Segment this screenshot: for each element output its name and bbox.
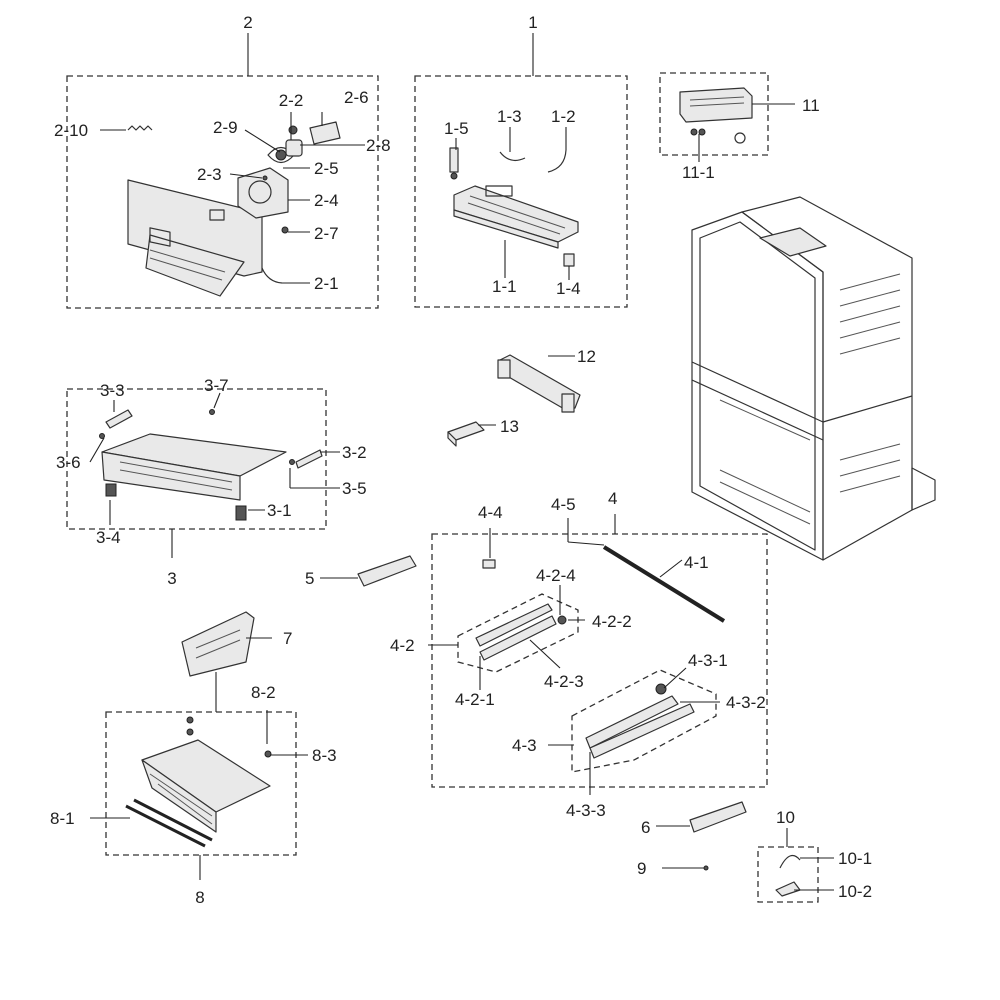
label-8-1: 8-1 bbox=[50, 809, 75, 828]
leader-lines bbox=[89, 103, 834, 891]
label-1-4: 1-4 bbox=[556, 279, 581, 298]
label-1-5: 1-5 bbox=[444, 119, 469, 138]
label-5: 5 bbox=[305, 569, 314, 588]
assembly-box-8 bbox=[105, 672, 297, 880]
label-2-4: 2-4 bbox=[314, 191, 339, 210]
label-9: 9 bbox=[637, 859, 646, 878]
refrigerator-cabinet-icon bbox=[691, 196, 936, 561]
label-4-1: 4-1 bbox=[684, 553, 709, 572]
small-pad-icon bbox=[482, 559, 496, 569]
label-4-3: 4-3 bbox=[512, 736, 537, 755]
label-3-6: 3-6 bbox=[56, 453, 81, 472]
basket-divider-icon bbox=[181, 611, 255, 677]
evaporator-cover-panel-icon bbox=[127, 179, 263, 297]
screw-9-icon bbox=[703, 865, 709, 871]
label-1: 1 bbox=[528, 13, 537, 32]
sensor-icon bbox=[449, 147, 459, 180]
slide-rail-4-2-icon bbox=[475, 603, 567, 661]
label-4-5: 4-5 bbox=[551, 495, 576, 514]
label-4: 4 bbox=[608, 489, 617, 508]
assembly-box-1 bbox=[414, 33, 628, 308]
freezer-basket-icon bbox=[141, 716, 272, 833]
wire-icon bbox=[499, 149, 567, 173]
label-12: 12 bbox=[577, 347, 596, 366]
label-4-2-4: 4-2-4 bbox=[536, 566, 576, 585]
label-3-3: 3-3 bbox=[100, 381, 125, 400]
label-10-2: 10-2 bbox=[838, 882, 872, 901]
label-3: 3 bbox=[167, 569, 176, 588]
basket-rail-icon bbox=[125, 798, 213, 848]
slide-rail-4-3-icon bbox=[585, 683, 695, 759]
drawer-tray-icon bbox=[101, 433, 287, 521]
label-7: 7 bbox=[283, 629, 292, 648]
fan-motor-bracket-icon bbox=[237, 167, 289, 219]
label-11: 11 bbox=[802, 96, 820, 115]
door-hinge-bar-icon bbox=[497, 354, 581, 413]
assembly-box-4 bbox=[431, 514, 768, 788]
assembly-box-2 bbox=[66, 33, 379, 309]
label-4-3-2: 4-3-2 bbox=[726, 693, 766, 712]
label-3-4: 3-4 bbox=[96, 528, 121, 547]
label-3-7: 3-7 bbox=[204, 376, 229, 395]
assembly-box-11 bbox=[659, 72, 769, 156]
label-4-2-1: 4-2-1 bbox=[455, 690, 495, 709]
label-4-4: 4-4 bbox=[478, 503, 503, 522]
rail-cover-right-icon bbox=[689, 801, 747, 833]
label-2-9: 2-9 bbox=[213, 118, 238, 137]
fitting-icon bbox=[563, 253, 575, 267]
label-13: 13 bbox=[500, 417, 519, 436]
screw-icon bbox=[262, 175, 289, 234]
label-3-5: 3-5 bbox=[342, 479, 367, 498]
label-2-8: 2-8 bbox=[366, 136, 391, 155]
label-2-1: 2-1 bbox=[314, 274, 339, 293]
label-2-7: 2-7 bbox=[314, 224, 339, 243]
label-4-3-1: 4-3-1 bbox=[688, 651, 728, 670]
callout-labels: 2 1 2-2 2-6 2-10 2-9 2-8 2-5 2-3 2-4 2-7… bbox=[50, 13, 872, 907]
label-2: 2 bbox=[243, 13, 252, 32]
assembly-box-3 bbox=[66, 388, 327, 558]
drawer-rail-icon bbox=[99, 409, 323, 469]
motor-mount-icon bbox=[309, 121, 341, 145]
label-4-2: 4-2 bbox=[390, 636, 415, 655]
label-8-2: 8-2 bbox=[251, 683, 276, 702]
label-2-10: 2-10 bbox=[54, 121, 88, 140]
label-6: 6 bbox=[641, 818, 650, 837]
wire-harness-icon bbox=[261, 267, 283, 284]
label-1-2: 1-2 bbox=[551, 107, 576, 126]
label-10-1: 10-1 bbox=[838, 849, 872, 868]
assembly-box-10 bbox=[757, 828, 819, 903]
label-1-1: 1-1 bbox=[492, 277, 517, 296]
label-2-2: 2-2 bbox=[279, 91, 304, 110]
label-2-3: 2-3 bbox=[197, 165, 222, 184]
label-1-3: 1-3 bbox=[497, 107, 522, 126]
spring-clip-icon bbox=[127, 125, 153, 131]
label-10: 10 bbox=[776, 808, 795, 827]
label-8: 8 bbox=[195, 888, 204, 907]
ice-maker-icon bbox=[679, 87, 753, 144]
foam-block-icon bbox=[447, 421, 485, 447]
label-4-2-3: 4-2-3 bbox=[544, 672, 584, 691]
label-11-1: 11-1 bbox=[682, 163, 715, 182]
label-3-2: 3-2 bbox=[342, 443, 367, 462]
assembly-box-4-2 bbox=[457, 593, 579, 673]
motor-icon bbox=[285, 125, 303, 157]
label-2-5: 2-5 bbox=[314, 159, 339, 178]
label-4-2-2: 4-2-2 bbox=[592, 612, 632, 631]
long-rod-icon bbox=[602, 545, 726, 623]
label-2-6: 2-6 bbox=[344, 88, 369, 107]
rail-cover-left-icon bbox=[357, 555, 417, 587]
label-3-1: 3-1 bbox=[267, 501, 292, 520]
label-8-3: 8-3 bbox=[312, 746, 337, 765]
assembly-box-4-3 bbox=[571, 669, 717, 773]
ice-tray-housing-icon bbox=[453, 185, 579, 249]
label-4-3-3: 4-3-3 bbox=[566, 801, 606, 820]
